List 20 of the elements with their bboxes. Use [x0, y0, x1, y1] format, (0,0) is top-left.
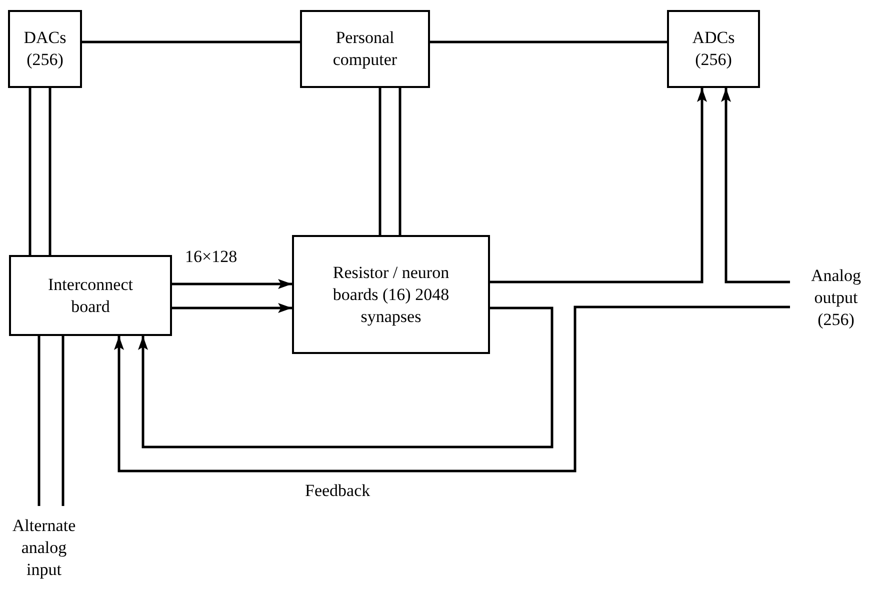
connector-line — [28, 88, 32, 255]
connector-line — [82, 40, 300, 44]
connector-line — [62, 336, 64, 506]
connector-line — [48, 88, 52, 255]
connector-line — [38, 336, 40, 506]
arrow — [490, 88, 707, 284]
arrow — [172, 279, 292, 289]
arrow — [138, 306, 554, 448]
block-box: DACs (256) — [8, 10, 82, 88]
connector-line — [398, 88, 402, 235]
block-box: ADCs (256) — [667, 10, 760, 88]
connector-line — [378, 88, 382, 235]
arrow — [721, 88, 790, 284]
block-box: Interconnect board — [9, 255, 172, 336]
block-box: Personal computer — [300, 10, 430, 88]
connector-line — [430, 40, 667, 44]
annotation-text: Feedback — [305, 480, 370, 502]
arrow — [172, 303, 292, 313]
arrow — [114, 306, 790, 472]
block-box: Resistor / neuron boards (16) 2048 synapses — [292, 235, 490, 354]
